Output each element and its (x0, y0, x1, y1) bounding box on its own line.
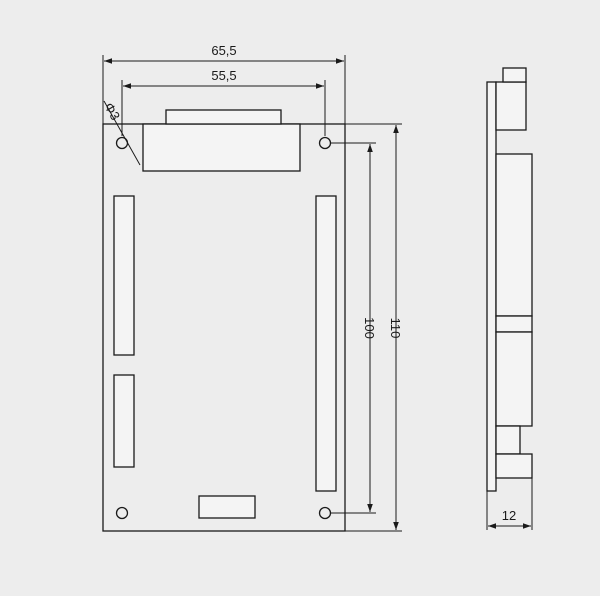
side-depth-label: 12 (502, 508, 516, 523)
mounting-hole-bottom-right (318, 506, 332, 520)
dimension-overall-width: 65,5 (102, 43, 346, 124)
overall-height-label: 110 (388, 318, 403, 339)
hole-diameter-label: Φ3 (101, 100, 123, 123)
top-connector-body (142, 123, 301, 172)
front-view (102, 109, 346, 532)
side-top-connector (495, 81, 527, 131)
side-upper-header (495, 153, 533, 317)
top-connector-cap (165, 109, 282, 125)
side-lower-header (495, 331, 533, 427)
mounting-hole-bottom-left (115, 506, 129, 520)
dimension-overall-height: 110 (345, 123, 403, 532)
overall-width-label: 65,5 (211, 43, 236, 58)
dimension-hole-vertical-spacing: 100 (331, 142, 377, 514)
hole-spacing-label: 55,5 (211, 68, 236, 83)
mounting-hole-top-right (318, 136, 332, 150)
dimension-hole-diameter: Φ3 (101, 100, 141, 166)
side-top-connector-cap (502, 67, 527, 83)
dimension-hole-spacing: 55,5 (121, 68, 326, 136)
bottom-connector (198, 495, 256, 519)
side-view (486, 67, 533, 492)
side-middle-header (495, 315, 533, 333)
hole-vertical-spacing-label: 100 (362, 317, 377, 339)
pin-header-left-upper (113, 195, 135, 356)
board-outline (102, 123, 346, 532)
pin-header-left-lower (113, 374, 135, 468)
side-bottom-connector (495, 453, 533, 479)
side-board (486, 81, 497, 492)
dimension-side-depth: 12 (486, 478, 533, 530)
pin-header-right (315, 195, 337, 492)
side-lower-block (495, 425, 521, 455)
